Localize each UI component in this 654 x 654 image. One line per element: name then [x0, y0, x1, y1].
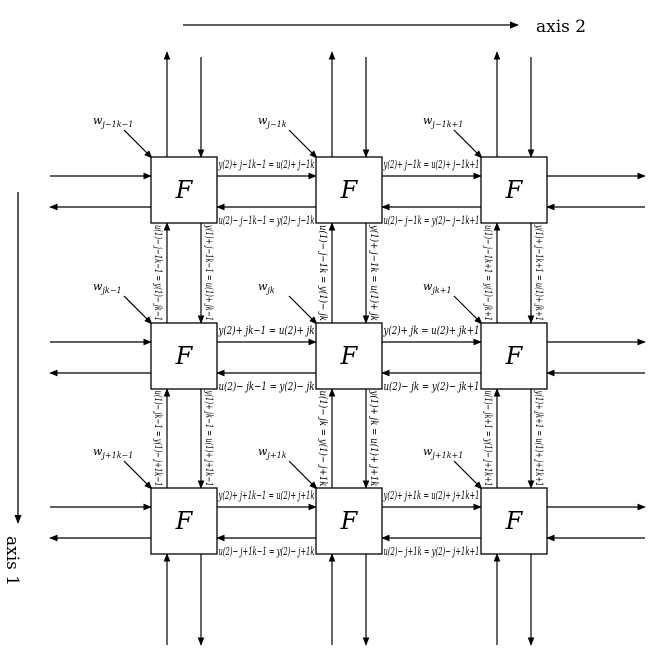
label-u1-minus: u(1)− j−1k+1 = y(1)− jk+1	[482, 225, 493, 321]
label-u1-minus: u(1)− j−1k−1 = y(1)− jk−1	[152, 225, 163, 321]
block-grid: F F F F F F F F F	[150, 156, 548, 555]
block-F-label: F	[175, 176, 194, 204]
block-F	[315, 487, 383, 555]
label-u1-minus: u(1)− jk−1 = y(1)− j+1k−1	[152, 391, 163, 487]
disturbance-label: wjk+1	[423, 280, 452, 295]
disturbance-label: wj−1k+1	[423, 114, 463, 129]
label-y1-plus: y(1)+ jk+1 = u(1)+ j+1k+1	[533, 390, 544, 487]
label-u2-minus: u(2)− j−1k = y(2)− j−1k+1	[384, 214, 480, 227]
block-F	[480, 487, 548, 555]
label-y1-plus: y(1)+ j−1k = u(1)+ jk	[368, 224, 379, 321]
disturbance-label: wj+1k−1	[93, 445, 133, 460]
disturbance-arrow	[288, 460, 318, 490]
block-F	[150, 156, 218, 224]
label-u1-minus: u(1)− jk = y(1)− j+1k	[317, 391, 328, 487]
disturbance-label: wj+1k+1	[423, 445, 463, 460]
block-F-label: F	[505, 176, 524, 204]
label-y2-plus: y(2)+ j+1k−1 = u(2)+ j+1k	[218, 489, 315, 502]
block-F-label: F	[505, 342, 524, 370]
label-y1-plus: y(1)+ j−1k−1 = u(1)+ jk−1	[203, 224, 214, 321]
label-y1-plus: y(1)+ jk−1 = u(1)+ j+1k−1	[203, 390, 214, 487]
disturbance-arrow	[288, 129, 318, 159]
disturbance-arrow	[123, 129, 153, 159]
label-u2-minus: u(2)− j+1k−1 = y(2)− j+1k	[219, 545, 315, 558]
label-y1-plus: y(1)+ jk = u(1)+ j+1k	[368, 390, 379, 487]
label-u1-minus: u(1)− jk+1 = y(1)− j+1k+1	[482, 391, 493, 487]
block-F	[150, 322, 218, 390]
label-u2-minus: u(2)− j−1k−1 = y(2)− j−1k	[219, 214, 315, 227]
label-y2-plus: y(2)+ jk−1 = u(2)+ jk	[218, 324, 315, 337]
disturbance-label: wj−1k	[258, 114, 287, 129]
signal-labels: wj−1k−1 wj−1k wj−1k+1 wjk−1 wjk wjk+1 wj+1k−1 w…	[93, 114, 544, 558]
axis-2-label: axis 2	[536, 17, 586, 37]
label-y2-plus: y(2)+ j−1k−1 = u(2)+ j−1k	[218, 158, 315, 171]
block-F	[315, 322, 383, 390]
signal-wires	[49, 51, 646, 646]
disturbance-label: wjk	[258, 280, 275, 295]
disturbance-label: wj+1k	[258, 445, 287, 460]
disturbance-arrow	[288, 295, 318, 325]
label-y2-plus: y(2)+ j−1k = u(2)+ j−1k+1	[383, 158, 480, 171]
block-F	[315, 156, 383, 224]
block-F-label: F	[340, 507, 359, 535]
block-F-label: F	[340, 176, 359, 204]
axis-1-label: axis 1	[2, 536, 22, 586]
block-F	[150, 487, 218, 555]
disturbance-arrow	[453, 129, 483, 159]
block-F	[480, 322, 548, 390]
disturbance-arrow	[123, 295, 153, 325]
label-u2-minus: u(2)− j+1k = y(2)− j+1k+1	[384, 545, 480, 558]
disturbance-label: wjk−1	[93, 280, 122, 295]
disturbance-arrow	[123, 460, 153, 490]
disturbance-arrow	[453, 295, 483, 325]
disturbance-arrow	[453, 460, 483, 490]
block-F-label: F	[505, 507, 524, 535]
label-u1-minus: u(1)− j−1k = y(1)− jk	[317, 225, 328, 321]
disturbance-label: wj−1k−1	[93, 114, 133, 129]
label-y2-plus: y(2)+ j+1k = u(2)+ j+1k+1	[383, 489, 480, 502]
label-y1-plus: y(1)+ j−1k+1 = u(1)+ jk+1	[533, 224, 544, 321]
label-u2-minus: u(2)− jk = y(2)− jk+1	[384, 380, 480, 393]
block-F-label: F	[340, 342, 359, 370]
block-F-label: F	[175, 342, 194, 370]
label-y2-plus: y(2)+ jk = u(2)+ jk+1	[383, 324, 480, 337]
block-F	[480, 156, 548, 224]
block-F-label: F	[175, 507, 194, 535]
label-u2-minus: u(2)− jk−1 = y(2)− jk	[219, 380, 315, 393]
